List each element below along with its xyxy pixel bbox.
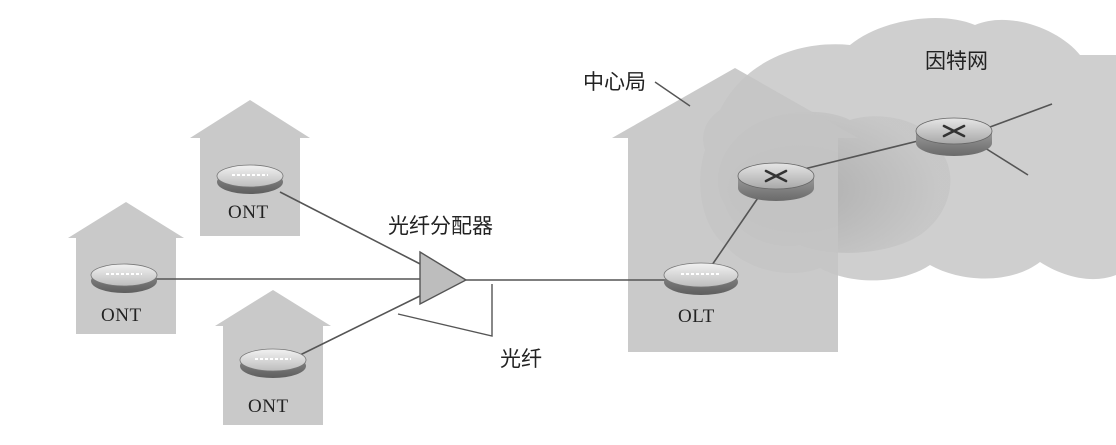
router-icon-1 — [737, 162, 815, 201]
ont-device-bottom — [239, 348, 307, 378]
ont-label-bottom: ONT — [248, 396, 289, 417]
fiber-pointer-bracket — [397, 284, 493, 337]
central-office-label: 中心局 — [583, 70, 646, 94]
link-router-out-2 — [984, 147, 1029, 176]
olt-device — [663, 262, 739, 295]
olt-label: OLT — [678, 306, 715, 327]
fiber-links — [148, 103, 1053, 358]
ont-label-left: ONT — [101, 305, 142, 326]
splitter-label: 光纤分配器 — [388, 214, 493, 238]
ont-device-top — [216, 164, 284, 194]
router-icon-2 — [915, 117, 993, 156]
link-router-out-1 — [989, 103, 1053, 128]
fiber-top-ont — [279, 191, 429, 269]
link-olt-router — [711, 191, 763, 266]
central-office-pointer — [654, 81, 691, 107]
link-router-router — [799, 139, 923, 171]
fiber-bottom-ont — [295, 291, 429, 358]
ont-device-left — [90, 263, 158, 293]
fiber-label: 光纤 — [500, 347, 542, 371]
ont-label-top: ONT — [228, 202, 269, 223]
splitter-icon — [419, 250, 468, 306]
internet-label: 因特网 — [925, 49, 988, 73]
